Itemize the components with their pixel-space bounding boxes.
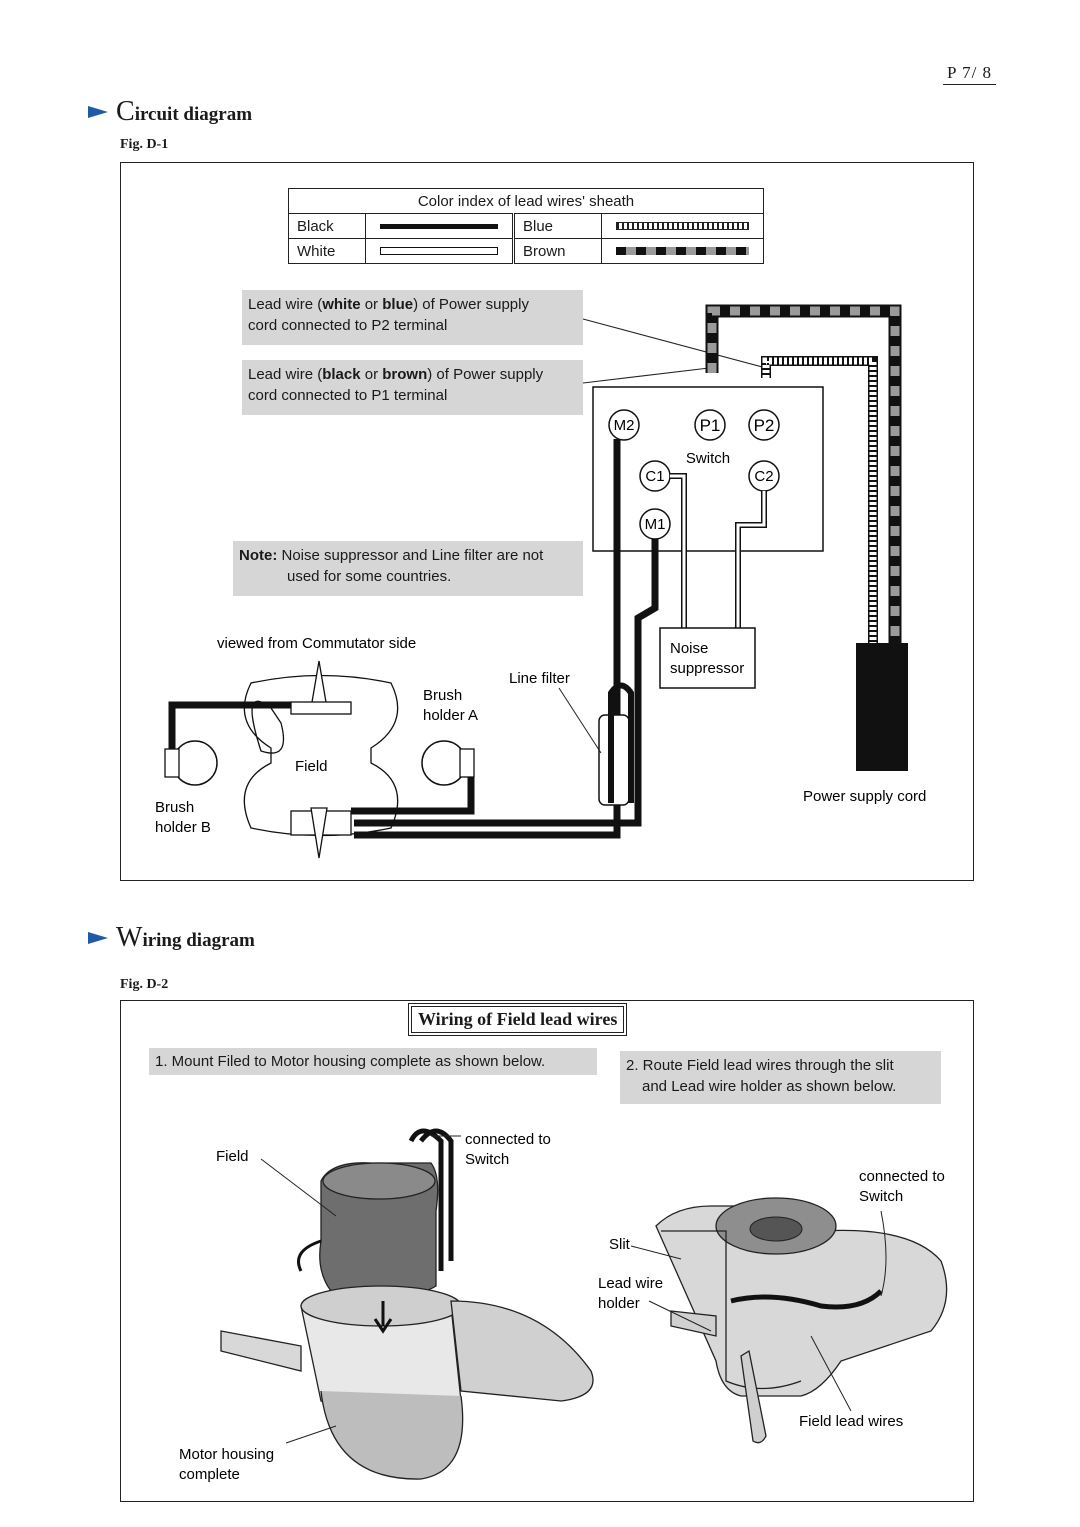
field-label: Field [295, 758, 328, 775]
routed-housing-illustration [655, 1197, 948, 1444]
noise-suppressor-box [659, 627, 756, 689]
brush-a-wire [351, 777, 475, 815]
field-leads-leader [810, 1335, 852, 1412]
m1-black-wire [354, 539, 659, 827]
holder-leader [648, 1300, 712, 1332]
p2-leader-line [582, 318, 767, 369]
page-number: P 7/ 8 [943, 63, 997, 85]
fig-d2-label: Fig. D-2 [120, 977, 169, 992]
power-cord-label: Power supply cord [803, 788, 926, 805]
arrow-icon [88, 106, 108, 118]
step-2-note: 2. Route Field lead wires through the sl… [620, 1051, 941, 1104]
brush-b-label-2: holder B [155, 819, 211, 836]
terminal-m2 [608, 409, 640, 441]
line-filter-leader [558, 687, 602, 754]
p1-leader-line [582, 367, 710, 384]
m1-label: M1 [645, 516, 666, 533]
connected-right-1: connected to [859, 1168, 945, 1185]
motor-housing-label-1: Motor housing [179, 1446, 274, 1463]
connected-left-2: Switch [465, 1151, 509, 1168]
field-illustration [297, 1128, 454, 1295]
brush-b-wire [168, 701, 291, 749]
legend-title: Color index of lead wires' sheath [288, 188, 764, 214]
viewed-label: viewed from Commutator side [217, 635, 416, 652]
circuit-diagram-frame: Color index of lead wires' sheath Black … [120, 162, 974, 881]
c1-wire-inner [670, 474, 686, 628]
legend-white-swatch [365, 238, 515, 264]
brush-a-label-1: Brush [423, 687, 462, 704]
routed-lead-wire [730, 1289, 883, 1310]
c2-label: C2 [754, 468, 773, 485]
left-lead-wire-1 [408, 1128, 444, 1271]
p1-lead-note: Lead wire (black or brown) of Power supp… [242, 360, 583, 415]
armature-bottom [310, 807, 328, 859]
wiring-illustration: Field connected to Switch Motor housing … [179, 1128, 948, 1483]
fig-d1-label: Fig. D-1 [120, 137, 169, 152]
step-1-note: 1. Mount Filed to Motor housing complete… [149, 1048, 597, 1075]
motor-housing-label-2: complete [179, 1466, 240, 1483]
switch-label: Switch [686, 450, 730, 467]
brown-wire-outer [705, 304, 902, 643]
motor-leader [285, 1425, 337, 1444]
c1-label: C1 [645, 468, 664, 485]
wiring-diagram-frame: Wiring of Field lead wires 1. Mount File… [120, 1000, 974, 1502]
armature-top [310, 660, 328, 709]
c2-wire-inner [736, 491, 766, 628]
left-lead-wire-2 [419, 1128, 454, 1261]
arrow-icon [88, 932, 108, 944]
connected-right-2: Switch [859, 1188, 903, 1205]
brush-b-label-1: Brush [155, 799, 194, 816]
line-filter-label: Line filter [509, 670, 570, 687]
blue-wire-dash [762, 357, 877, 643]
field-leader [260, 1158, 337, 1217]
noise-label-1: Noise [670, 640, 708, 657]
holder-label-2: holder [598, 1295, 640, 1312]
p2-lead-note: Lead wire (white or blue) of Power suppl… [242, 290, 583, 345]
slit-leader [630, 1245, 682, 1260]
field-label: Field [216, 1148, 249, 1165]
p2-label: P2 [754, 416, 775, 435]
holder-label-1: Lead wire [598, 1275, 663, 1292]
legend-brown-swatch [601, 238, 764, 264]
wiring-subtitle: Wiring of Field lead wires [407, 1003, 628, 1036]
legend-black-label: Black [288, 213, 366, 239]
terminal-p2 [748, 409, 780, 441]
motor-housing-illustration [220, 1285, 594, 1480]
noise-label-2: suppressor [670, 660, 744, 677]
field-outline [243, 674, 399, 837]
circuit-schematic: M2 P1 P2 Switch C1 C2 M1 Noise suppresso… [155, 304, 926, 859]
m2-black-wire [354, 439, 621, 839]
connected-left-1: connected to [465, 1131, 551, 1148]
terminal-p1 [694, 409, 726, 441]
p1-label: P1 [700, 416, 721, 435]
slit-label: Slit [609, 1236, 631, 1253]
connected-right-leader [880, 1210, 887, 1297]
line-filter-loop [608, 682, 634, 803]
noise-suppressor-note: Note: Noise suppressor and Line filter a… [233, 541, 583, 596]
handle-rod [740, 1349, 767, 1444]
color-index-legend: Color index of lead wires' sheath Black … [288, 188, 764, 264]
power-cord-jacket [856, 643, 908, 771]
down-arrow-icon [373, 1301, 393, 1334]
field-leads-label: Field lead wires [799, 1413, 903, 1430]
legend-blue-label: Blue [513, 213, 602, 239]
m2-label: M2 [614, 417, 635, 434]
brush-a-label-2: holder A [423, 707, 478, 724]
